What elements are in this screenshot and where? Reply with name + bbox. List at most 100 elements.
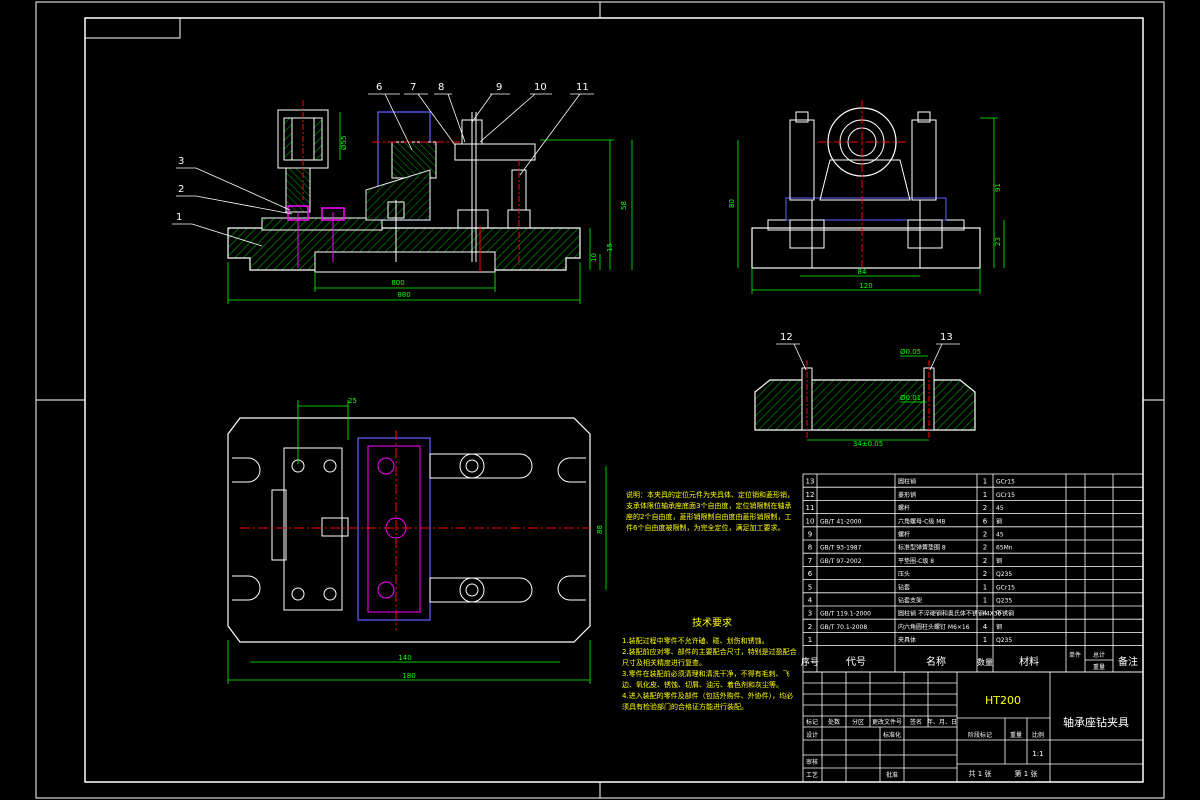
side-view: 120 84 80 91 23 bbox=[728, 100, 1005, 294]
bom-cell-name: 标准型弹簧垫圈 8 bbox=[898, 544, 946, 552]
bom-table bbox=[802, 473, 1144, 673]
bom-cell-qty: 2 bbox=[983, 557, 987, 565]
tech-item-2: 2.装配前应对零、部件的主要配合尺寸，特别是过盈配合尺寸及相关精度进行复查。 bbox=[622, 648, 797, 667]
balloon-2: 2 bbox=[178, 184, 184, 195]
bom-cell-qty: 1 bbox=[983, 491, 987, 499]
balloon-3: 3 bbox=[178, 156, 184, 167]
dim-detail-tol-bottom: Ø0.01 bbox=[900, 394, 921, 402]
balloon-11: 11 bbox=[576, 82, 589, 93]
dim-side-base: 23 bbox=[994, 237, 1002, 246]
bom-cell-qty: 6 bbox=[983, 517, 988, 525]
dim-plan-height: 88 bbox=[596, 525, 604, 534]
dim-front-total: 880 bbox=[397, 291, 410, 299]
bom-cell-material: 钢 bbox=[996, 623, 1002, 631]
bom-header-remark: 备注 bbox=[1118, 655, 1138, 668]
bom-cell-name: 平垫圈-C级 8 bbox=[898, 557, 934, 565]
bom-cell-qty: 1 bbox=[983, 636, 987, 644]
dim-front-height: 58 bbox=[620, 201, 628, 210]
design-label: 设计 bbox=[806, 731, 818, 739]
tech-requirements-title: 技术要求 bbox=[692, 616, 732, 629]
bom-cell-material: Q235 bbox=[996, 637, 1012, 644]
title-block bbox=[802, 671, 1144, 783]
tech-item-1: 1.装配过程中零件不允许磕、碰、划伤和锈蚀。 bbox=[622, 637, 769, 645]
bom-header-weight: 单件 bbox=[1069, 651, 1081, 659]
bom-cell-material: GCr15 bbox=[996, 584, 1015, 591]
rev-label-5: 年、月、日 bbox=[927, 718, 957, 726]
bom-cell-qty: 1 bbox=[983, 583, 987, 591]
approve-label: 批准 bbox=[886, 771, 898, 779]
bom-cell-material: GCr15 bbox=[996, 492, 1015, 499]
balloon-10: 10 bbox=[534, 82, 547, 93]
rev-label-1: 处数 bbox=[828, 718, 840, 726]
bom-cell-no: 11 bbox=[806, 504, 815, 512]
bom-cell-qty: 1 bbox=[983, 597, 987, 605]
bom-header-qty: 数量 bbox=[977, 657, 993, 667]
bom-cell-name: 菱形销 bbox=[898, 491, 916, 499]
material-label: HT200 bbox=[985, 694, 1021, 707]
bom-cell-no: 1 bbox=[808, 636, 812, 644]
bom-cell-name: 螺杆 bbox=[898, 531, 910, 539]
bom-cell-name: 六角螺母-C级 M8 bbox=[898, 517, 945, 525]
bom-cell-qty: 2 bbox=[983, 504, 987, 512]
balloon-1: 1 bbox=[176, 212, 182, 223]
dim-side-width: 120 bbox=[859, 282, 872, 290]
bom-header-name: 名称 bbox=[926, 655, 946, 668]
bom-cell-no: 8 bbox=[808, 544, 812, 552]
bom-cell-name: 夹具体 bbox=[898, 636, 916, 644]
dim-front-step: 10 bbox=[590, 253, 598, 262]
tech-item-4: 4.进入装配的零件及部件（包括外购件、外协件），均必须具有检验部门的合格证方能进… bbox=[622, 692, 794, 711]
clamp-plate bbox=[454, 143, 536, 161]
bom-header-no: 序号 bbox=[801, 656, 819, 668]
front-view: 800 880 58 15 10 Ø55 6 7 8 9 10 11 3 2 1 bbox=[172, 82, 633, 304]
bom-cell-code: GB/T 93-1987 bbox=[820, 545, 862, 552]
dim-side-height: 80 bbox=[728, 199, 736, 208]
dim-plan-inner: 140 bbox=[398, 654, 411, 662]
bom-cell-qty: 2 bbox=[983, 570, 987, 578]
bom-cell-name: 钻套 bbox=[898, 583, 910, 591]
bom-cell-no: 5 bbox=[808, 583, 812, 591]
bom-cell-material: 钢 bbox=[996, 517, 1002, 525]
bom-cell-no: 12 bbox=[806, 491, 815, 499]
bom-cell-no: 2 bbox=[808, 623, 812, 631]
dim-front-base: 15 bbox=[606, 243, 614, 252]
bom-header-weight-sub: 重量 bbox=[1093, 663, 1105, 671]
dim-side-inner: 84 bbox=[858, 268, 867, 276]
stage-mark-label: 阶段标记 bbox=[968, 731, 992, 739]
bom-cell-material: GCr15 bbox=[996, 479, 1015, 486]
title-block-text: HT200 轴承座钻夹具 标记 处数 分区 更改文件号 签名 年、月、日 设计 … bbox=[806, 694, 1129, 779]
bom-cell-material: Q235 bbox=[996, 598, 1012, 605]
bom-cell-material: 65Mn bbox=[996, 545, 1013, 552]
bom-cell-code: GB/T 41-2000 bbox=[820, 518, 862, 525]
sheet-frame bbox=[35, 1, 1165, 799]
dim-side-total: 91 bbox=[994, 183, 1002, 192]
bom-cell-name: 圆柱销 bbox=[898, 478, 916, 486]
dim-plan-total: 180 bbox=[402, 672, 415, 680]
balloon-8: 8 bbox=[438, 82, 444, 93]
bom-cell-code: GB/T 119.1-2000 bbox=[820, 611, 871, 618]
standardize-label: 标准化 bbox=[883, 731, 901, 739]
rev-label-2: 分区 bbox=[852, 718, 864, 726]
process-label: 工艺 bbox=[806, 771, 818, 779]
balloon-9: 9 bbox=[496, 82, 502, 93]
dim-plan-offset: 25 bbox=[348, 397, 357, 405]
bom-cell-no: 7 bbox=[808, 557, 812, 565]
bom-cell-qty: 2 bbox=[983, 544, 987, 552]
review-label: 审核 bbox=[806, 758, 818, 766]
bom-cell-no: 13 bbox=[806, 478, 815, 486]
bom-cell-material: 45 bbox=[996, 505, 1004, 512]
bom-cell-qty: 4 bbox=[983, 623, 988, 631]
bom-header-material: 材料 bbox=[1019, 655, 1039, 668]
balloon-6: 6 bbox=[376, 82, 382, 93]
bom-cell-material: 不锈钢 bbox=[996, 610, 1014, 618]
bom-cell-name: 钻套支架 bbox=[898, 597, 922, 605]
notes-area: 说明：本夹具的定位元件为夹具体、定位销和菱形销，支承体限位轴承座底面3个自由度，… bbox=[622, 491, 797, 711]
bom-cell-no: 10 bbox=[806, 517, 815, 525]
bom-cell-no: 6 bbox=[808, 570, 813, 578]
balloon-7: 7 bbox=[410, 82, 416, 93]
bom-cell-qty: 4 bbox=[983, 610, 988, 618]
bom-cell-name: 圆柱销 不淬硬钢和奥氏体不锈钢 4X30 bbox=[898, 610, 1002, 618]
dim-detail-pitch: 34±0.05 bbox=[853, 440, 883, 448]
rev-label-3: 更改文件号 bbox=[872, 718, 902, 726]
bom-cell-no: 9 bbox=[808, 531, 812, 539]
